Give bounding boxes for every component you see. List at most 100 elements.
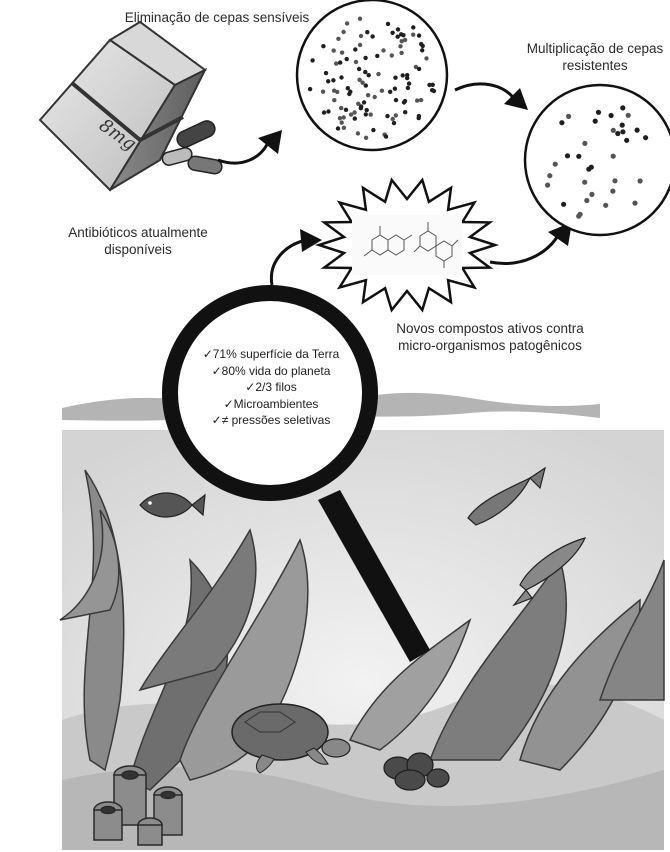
bacteria-colony-dot (566, 114, 571, 119)
bacteria-colony-dot (411, 25, 415, 29)
bacteria-colony-dot (385, 114, 389, 118)
bacteria-colony-dot (390, 53, 394, 57)
bacteria-colony-dot (356, 131, 360, 135)
bacteria-colony-dot (394, 98, 398, 102)
bacteria-colony-dot (615, 131, 620, 136)
bacteria-colony-dot (334, 61, 338, 65)
bacteria-colony-dot (376, 72, 380, 76)
bacteria-colony-dot (417, 114, 421, 118)
bacteria-colony-dot (582, 180, 587, 185)
bacteria-colony-dot (399, 51, 403, 55)
bacteria-colony-dot (353, 47, 357, 51)
bacteria-colony-dot (342, 115, 346, 119)
bacteria-colony-dot (620, 123, 625, 128)
bacteria-colony-dot (310, 58, 314, 62)
bacteria-colony-dot (365, 108, 369, 112)
arrow-icon (455, 84, 528, 110)
arrow-icon (271, 229, 322, 285)
magnifier-fact: ✓80% vida do planeta (176, 363, 366, 380)
bacteria-colony-dot (547, 173, 552, 178)
bacteria-colony-dot (339, 106, 343, 110)
bacteria-colony-dot (364, 112, 368, 116)
bacteria-colony-dot (612, 178, 617, 183)
bacteria-colony-dot (561, 202, 566, 207)
bacteria-colony-dot (401, 73, 405, 77)
bacteria-colony-dot (401, 33, 405, 37)
starburst-compounds (319, 180, 495, 310)
bacteria-colony-dot (576, 154, 581, 159)
bacteria-colony-dot (431, 83, 435, 87)
bacteria-colony-dot (393, 76, 397, 80)
bacteria-colony-dot (380, 89, 384, 93)
bacteria-colony-dot (407, 81, 411, 85)
bacteria-colony-dot (341, 30, 345, 34)
bacteria-colony-dot (390, 31, 394, 35)
bacteria-colony-dot (576, 214, 581, 219)
bacteria-colony-dot (620, 129, 625, 134)
bacteria-colony-dot (336, 126, 340, 130)
bacteria-colony-dot (345, 57, 349, 61)
bacteria-colony-dot (392, 121, 396, 125)
bacteria-colony-dot (610, 189, 615, 194)
bacteria-colony-dot (632, 201, 637, 206)
bacteria-colony-dot (326, 79, 330, 83)
bacteria-colony-dot (363, 56, 367, 60)
bacteria-colony-dot (358, 43, 362, 47)
bacteria-colony-dot (559, 120, 564, 125)
bacteria-colony-dot (593, 119, 598, 124)
bacteria-colony-dot (369, 112, 373, 116)
bacteria-colony-dot (340, 120, 344, 124)
bacteria-colony-dot (321, 44, 325, 48)
bacteria-colony-dot (384, 134, 388, 138)
bacteria-colony-dot (375, 54, 379, 58)
bacteria-colony-dot (582, 141, 587, 146)
bacteria-colony-dot (398, 44, 402, 48)
bacteria-colony-dot (373, 95, 377, 99)
bacteria-colony-dot (388, 90, 392, 94)
bacteria-colony-dot (620, 105, 625, 110)
bacteria-colony-dot (417, 67, 421, 71)
magnifier-fact: ✓≠ pressões seletivas (176, 412, 366, 429)
bacteria-colony-dot (396, 35, 400, 39)
bacteria-colony-dot (365, 30, 369, 34)
bacteria-colony-dot (358, 17, 362, 21)
bacteria-colony-dot (354, 60, 358, 64)
label-compounds-line2: micro-organismos patogênicos (370, 337, 610, 354)
magnifier-fact: ✓71% superfície da Terra (176, 346, 366, 363)
bacteria-colony-dot (393, 87, 397, 91)
bacteria-colony-dot (626, 113, 631, 118)
bacteria-colony-dot (419, 42, 423, 46)
bacteria-colony-dot (611, 154, 616, 159)
bacteria-colony-dot (405, 73, 409, 77)
bacteria-colony-dot (332, 48, 336, 52)
bacteria-colony-dot (345, 21, 349, 25)
bacteria-colony-dot (357, 67, 361, 71)
arrow-icon (218, 130, 282, 163)
bacteria-colony-dot (338, 116, 342, 120)
bacteria-colony-dot (596, 110, 601, 115)
bacteria-colony-dot (609, 113, 614, 118)
bacteria-colony-dot (381, 48, 385, 52)
bacteria-colony-dot (359, 34, 363, 38)
label-new-compounds: Novos compostos ativos contra micro-orga… (370, 320, 610, 354)
bacteria-colony-dot (347, 92, 351, 96)
bacteria-colony-dot (584, 198, 589, 203)
bacteria-colony-dot (371, 128, 375, 132)
magnifier-fact: ✓Microambientes (176, 396, 366, 413)
bacteria-colony-dot (589, 192, 594, 197)
label-antibiotics: Antibióticos atualmente disponíveis (38, 224, 238, 258)
bacteria-colony-dot (352, 110, 356, 114)
bacteria-colony-dot (308, 87, 312, 91)
petri-dish-resistant (525, 85, 670, 235)
bacteria-colony-dot (411, 33, 415, 37)
bacteria-colony-dot (332, 89, 336, 93)
bacteria-colony-dot (403, 99, 407, 103)
bacteria-colony-dot (353, 116, 357, 120)
bacteria-colony-dot (545, 183, 550, 188)
medicine-box-icon: 8mg (40, 22, 205, 190)
bacteria-colony-dot (396, 27, 400, 31)
bacteria-colony-dot (346, 86, 350, 90)
bacteria-colony-dot (403, 38, 407, 42)
bacteria-colony-dot (356, 102, 360, 106)
label-antibiotics-line2: disponíveis (38, 241, 238, 258)
